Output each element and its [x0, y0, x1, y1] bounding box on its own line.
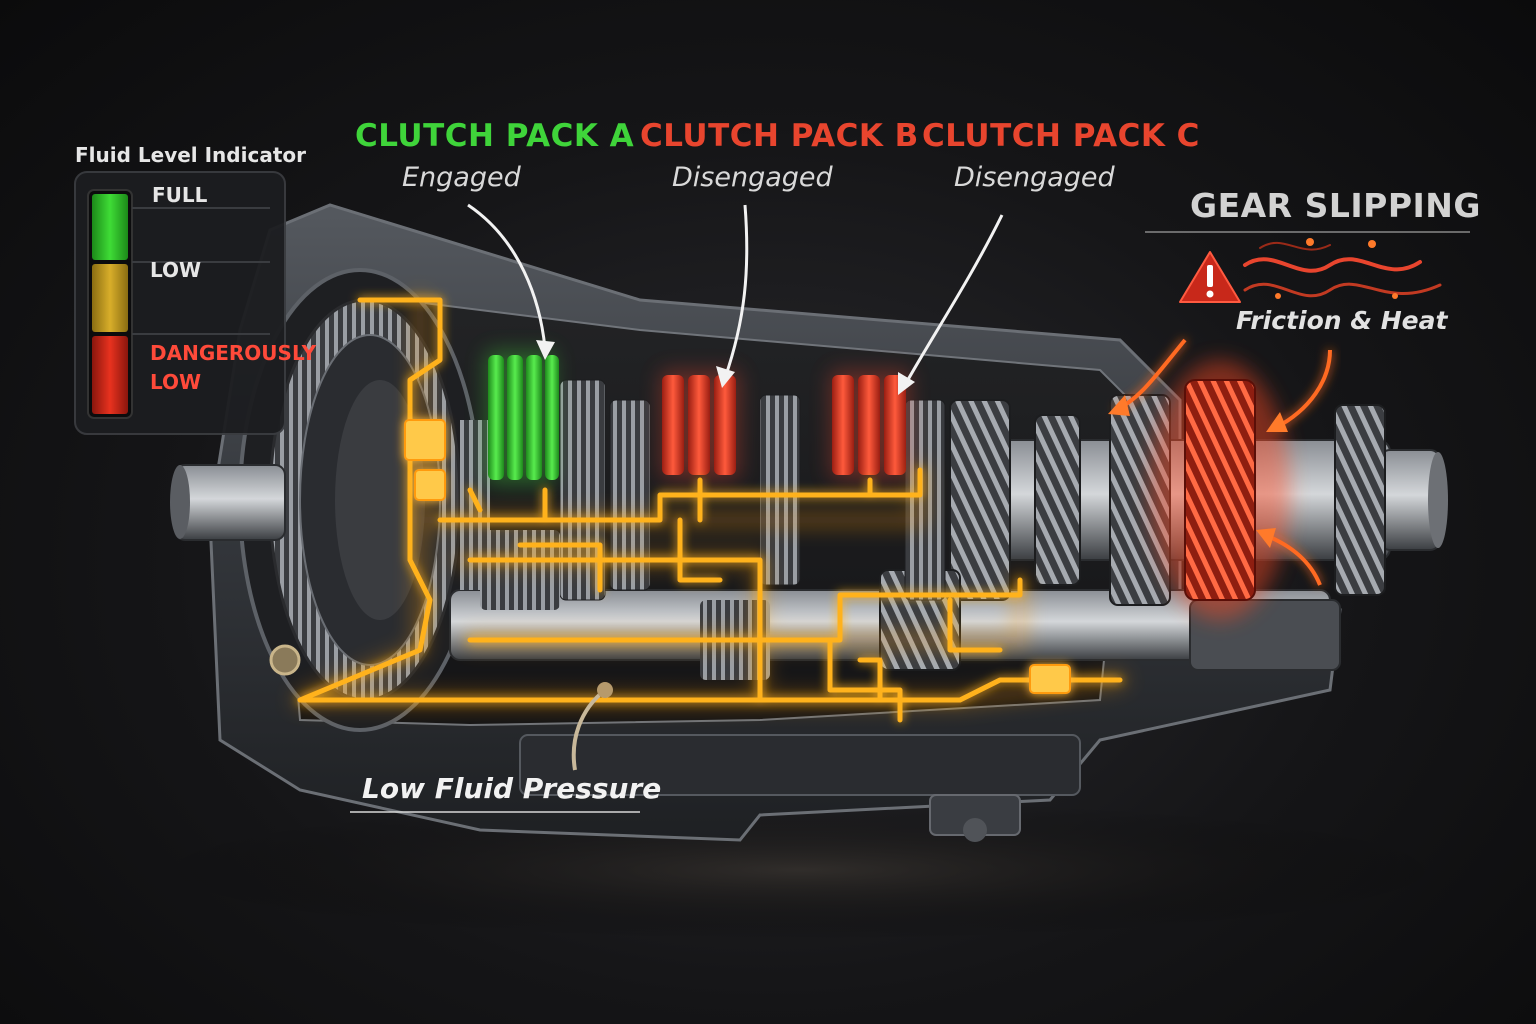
fluid-path-network: [293, 293, 1127, 723]
gauge-danger-segment: [92, 336, 128, 414]
clutch-pack-b-status: Disengaged: [672, 162, 833, 193]
callout-arrows: [467, 203, 1004, 386]
gauge-label-full: FULL: [152, 183, 208, 207]
slipping-gear: [1150, 360, 1290, 620]
warning-triangle-icon: [1179, 251, 1241, 303]
clutch-pack-a-status: Engaged: [402, 162, 521, 193]
clutch-pack-c-title: CLUTCH PACK C: [922, 118, 1200, 154]
gear-slipping-title: GEAR SLIPPING: [1190, 186, 1481, 225]
clutch-pack-c-status: Disengaged: [954, 162, 1115, 193]
input-shaft: [170, 464, 286, 541]
fill-plug: [269, 644, 301, 676]
gauge-label-low: LOW: [150, 258, 202, 282]
clutch-pack-b-title: CLUTCH PACK B: [640, 118, 919, 154]
clutch-pack-a-title: CLUTCH PACK A: [355, 118, 635, 154]
gauge-label-danger-1: DANGEROUSLY: [150, 341, 317, 365]
heat-arrows: [1108, 338, 1332, 586]
fluid-level-gauge: [74, 171, 286, 435]
clutch-pack-b-plates: [660, 370, 740, 480]
clutch-pack-a-plates: [485, 350, 559, 485]
gauge-label-danger-2: LOW: [150, 370, 202, 394]
gauge-full-segment: [92, 194, 128, 260]
heat-wave-icon: [1243, 238, 1442, 299]
gear-slipping-subtitle: Friction & Heat: [1236, 306, 1448, 335]
low-fluid-pressure-label: Low Fluid Pressure: [362, 772, 662, 805]
gauge-low-segment: [92, 264, 128, 332]
pressure-sensor: [597, 682, 613, 698]
pressure-sensor-line: [571, 688, 607, 771]
floor-shadow: [150, 800, 1450, 940]
callout-arrowheads: [536, 340, 915, 395]
clutch-pack-c-plates: [830, 370, 910, 480]
fluid-indicator-title: Fluid Level Indicator: [75, 143, 306, 167]
